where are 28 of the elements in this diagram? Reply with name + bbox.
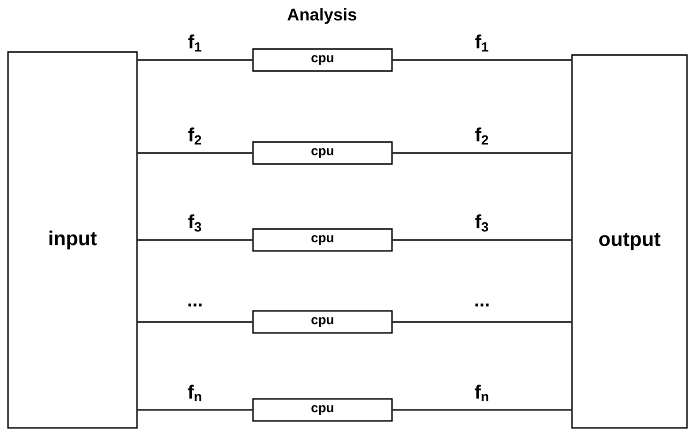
input-box: input bbox=[7, 51, 138, 429]
connector-line bbox=[138, 59, 252, 61]
edge-label: ... bbox=[188, 304, 202, 306]
cpu-box: cpu bbox=[252, 398, 393, 422]
edge-label: f$_{1}$ bbox=[475, 34, 488, 52]
connector-line bbox=[392, 152, 572, 154]
output-box: output bbox=[571, 54, 688, 429]
edge-label: f$_{3}$ bbox=[188, 214, 202, 232]
connector-line bbox=[392, 59, 572, 61]
title: Analysis bbox=[287, 8, 356, 24]
edge-label: f$_{2}$ bbox=[188, 127, 202, 145]
connector-line bbox=[138, 321, 252, 323]
connector-line bbox=[392, 409, 572, 411]
edge-label: f$_{n}$ bbox=[188, 384, 202, 402]
connector-line bbox=[138, 239, 252, 241]
cpu-box: cpu bbox=[252, 310, 393, 334]
cpu-box: cpu bbox=[252, 228, 393, 252]
edge-label: f$_{n}$ bbox=[474, 384, 488, 402]
cpu-box: cpu bbox=[252, 141, 393, 165]
connector-line bbox=[392, 321, 572, 323]
edge-label: f$_{2}$ bbox=[475, 127, 488, 145]
connector-line bbox=[138, 409, 252, 411]
edge-label: f$_{3}$ bbox=[475, 214, 488, 232]
edge-label: ... bbox=[475, 304, 489, 306]
edge-label: f$_{1}$ bbox=[188, 34, 202, 52]
cpu-box: cpu bbox=[252, 48, 393, 72]
connector-line bbox=[392, 239, 572, 241]
connector-line bbox=[138, 152, 252, 154]
